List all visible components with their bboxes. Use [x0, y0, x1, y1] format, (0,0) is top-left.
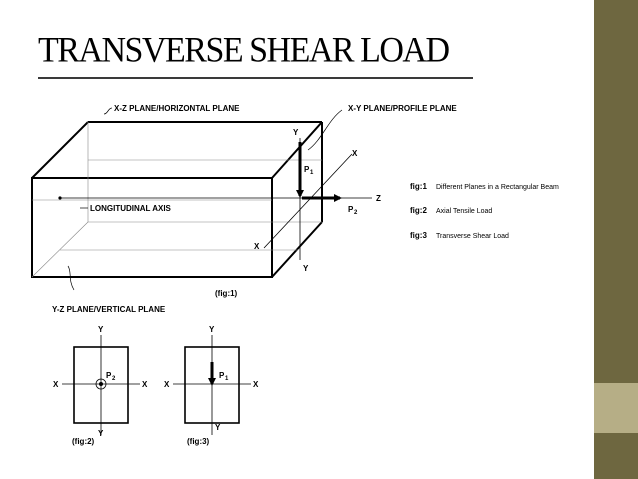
fig2-x-left: X — [53, 380, 59, 389]
fig3-p1-subscript: 1 — [225, 376, 229, 382]
fig2-y-top: Y — [98, 325, 104, 334]
p1-subscript: 1 — [310, 170, 314, 176]
fig3-p1-label: P — [219, 371, 225, 380]
fig2-caption: (fig:2) — [72, 437, 95, 446]
title-underline — [38, 77, 473, 79]
fig2-p2-subscript: 2 — [112, 376, 116, 382]
x-axis-label-top: X — [352, 149, 358, 158]
fig3-x-right: X — [253, 380, 259, 389]
slide-title: TRANSVERSE SHEAR LOAD — [38, 31, 450, 70]
fig3-x-left: X — [164, 380, 170, 389]
sidebar-accent-block — [594, 383, 638, 433]
fig2-p2-label: P — [106, 371, 112, 380]
z-axis-label: Z — [376, 194, 381, 203]
fig2-y-bottom: Y — [98, 429, 104, 438]
legend-text-fig1: Different Planes in a Rectangular Beam — [436, 184, 559, 191]
beam-diagram-svg: X-Z PLANE/HORIZONTAL PLANE X-Y PLANE/PRO… — [31, 104, 559, 446]
legend: fig:1 Different Planes in a Rectangular … — [410, 182, 559, 240]
fig2-x-right: X — [142, 380, 148, 389]
fig3-caption: (fig:3) — [187, 437, 210, 446]
legend-text-fig2: Axial Tensile Load — [436, 208, 492, 215]
p2-subscript: 2 — [354, 210, 358, 216]
longitudinal-axis-label: LONGITUDINAL AXIS — [90, 204, 172, 213]
legend-key-fig2: fig:2 — [410, 206, 427, 215]
p2-label: P — [348, 205, 354, 214]
beam-diagram: X-Z PLANE/HORIZONTAL PLANE X-Y PLANE/PRO… — [22, 90, 585, 452]
y-axis-label-bottom: Y — [303, 264, 309, 273]
xy-plane-label: X-Y PLANE/PROFILE PLANE — [348, 104, 457, 113]
legend-key-fig1: fig:1 — [410, 182, 427, 191]
legend-text-fig3: Transverse Shear Load — [436, 233, 509, 240]
yz-plane-label: Y-Z PLANE/VERTICAL PLANE — [52, 305, 166, 314]
fig2-cross-section — [62, 335, 140, 435]
xz-plane-label: X-Z PLANE/HORIZONTAL PLANE — [114, 104, 240, 113]
fig1-caption: (fig:1) — [215, 289, 238, 298]
leader-lines — [67, 107, 343, 291]
legend-key-fig3: fig:3 — [410, 231, 427, 240]
y-axis-label-top: Y — [293, 128, 299, 137]
p1-label: P — [304, 165, 310, 174]
fig3-y-bottom: Y — [215, 423, 221, 432]
fig3-cross-section — [173, 335, 251, 435]
fig3-y-top: Y — [209, 325, 215, 334]
x-axis-label-bottom: X — [254, 242, 260, 251]
beam-box — [31, 121, 323, 278]
